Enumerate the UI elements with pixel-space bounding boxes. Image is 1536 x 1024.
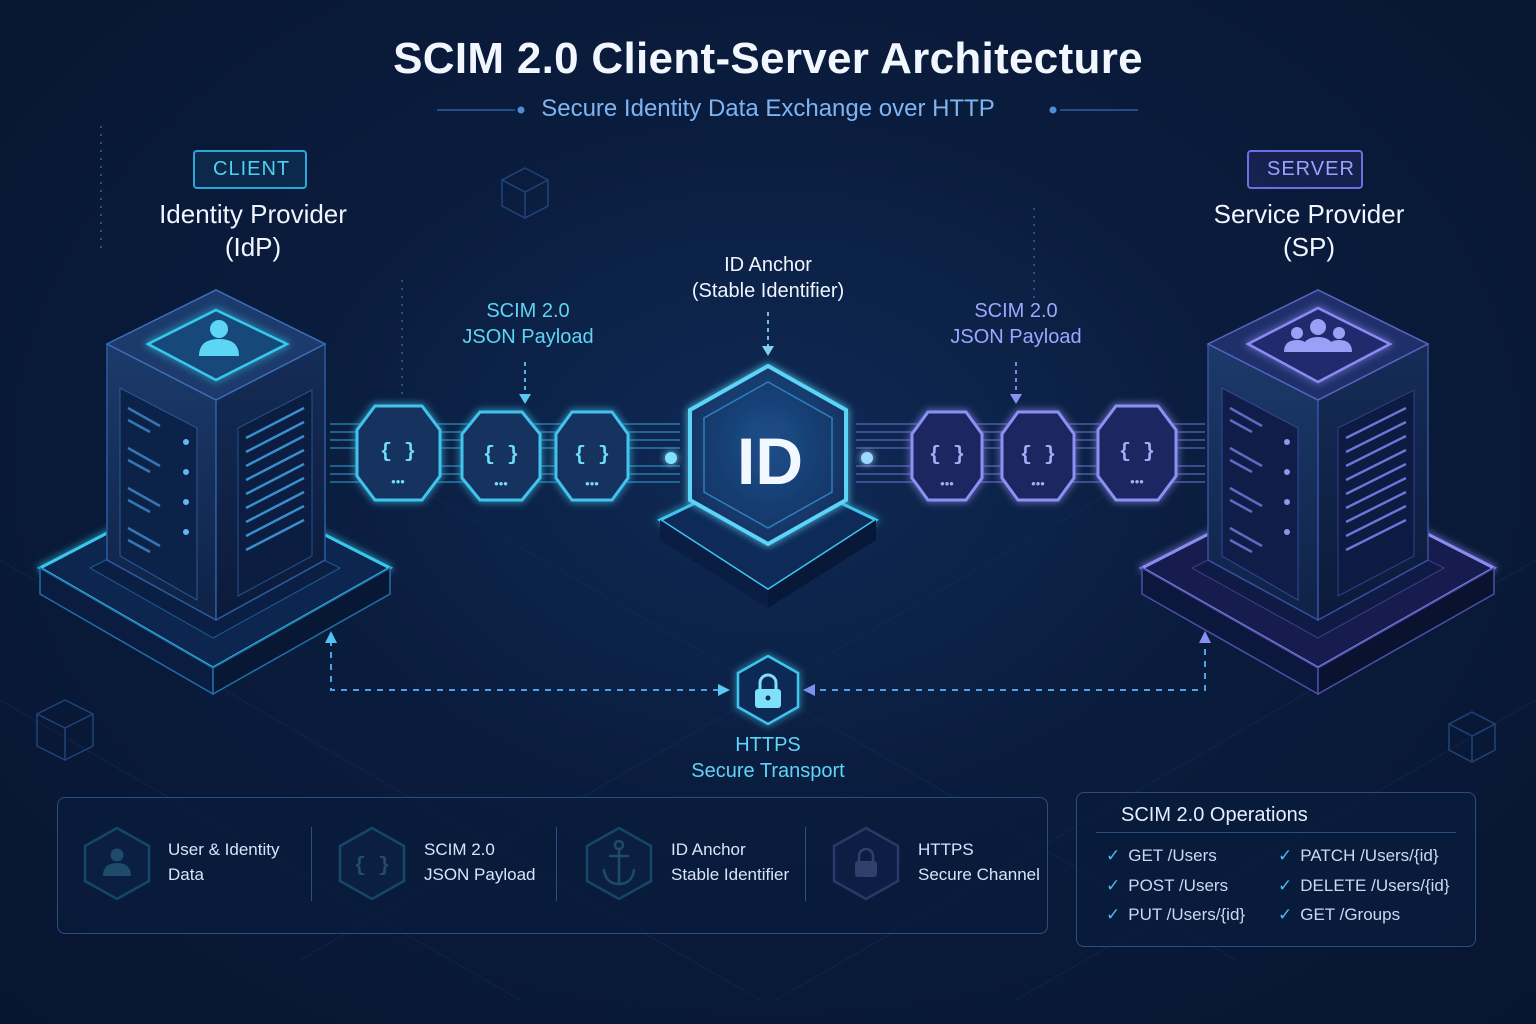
payload-dots: ••• (940, 476, 954, 491)
https-path (330, 640, 1206, 691)
page-title: SCIM 2.0 Client-Server Architecture (393, 34, 1143, 83)
check-icon: ✓ (1106, 846, 1121, 865)
check-icon: ✓ (1278, 846, 1293, 865)
operation-item: ✓GET /Users (1106, 846, 1217, 865)
https-subtitle: Secure Transport (691, 760, 845, 782)
payload-packet-3 (554, 410, 630, 502)
operations-panel (1076, 792, 1476, 947)
operation-item: ✓PATCH /Users/{id} (1278, 846, 1439, 865)
idp-server-tower (36, 288, 394, 696)
operation-item: ✓PUT /Users/{id} (1106, 905, 1246, 924)
subtitle-rules (437, 106, 1138, 114)
legend-item-user-line1: User & Identity (168, 840, 280, 859)
idp-title: Identity Provider (IdP) (120, 198, 386, 264)
legend-item-payload-line1: SCIM 2.0 (424, 840, 495, 859)
operations-divider (1096, 832, 1456, 833)
payload-packet-4 (910, 410, 984, 502)
id-anchor-subtitle: (Stable Identifier) (691, 280, 845, 302)
id-anchor-label: ID (737, 424, 803, 498)
operation-item: ✓GET /Groups (1278, 905, 1401, 924)
legend-item-https-line1: HTTPS (918, 840, 974, 859)
server-badge: SERVER (1247, 150, 1363, 189)
payload-packet-1 (355, 404, 442, 502)
arrow-up-left (325, 631, 337, 643)
connector-node (665, 452, 677, 464)
payload-dots: ••• (585, 476, 599, 491)
payload-label-right-line1: SCIM 2.0 (974, 300, 1058, 322)
braces-icon: { } (1020, 444, 1056, 467)
legend-item-https-line2: Secure Channel (918, 865, 1040, 884)
check-icon: ✓ (1278, 876, 1293, 895)
legend-divider (805, 827, 806, 901)
connector-node (861, 452, 873, 464)
id-anchor-title: ID Anchor (724, 254, 812, 276)
legend-item-https: HTTPS Secure Channel (918, 837, 1040, 887)
sp-title: Service Provider (SP) (1176, 198, 1442, 264)
payload-dots: ••• (391, 474, 405, 489)
braces-icon: { } (929, 444, 965, 467)
legend-item-anchor-line2: Stable Identifier (671, 865, 790, 884)
id-anchor-caption: ID Anchor (Stable Identifier) (648, 252, 888, 304)
arrow-up-right (1199, 631, 1211, 643)
legend-item-anchor: ID Anchor Stable Identifier (671, 837, 789, 887)
payload-packet-5 (1000, 410, 1076, 502)
legend-item-payload-line2: JSON Payload (424, 865, 536, 884)
operations-title: SCIM 2.0 Operations (1121, 804, 1308, 826)
payload-dots: ••• (1130, 474, 1144, 489)
https-caption: HTTPS Secure Transport (648, 732, 888, 784)
payload-label-left: SCIM 2.0 JSON Payload (428, 298, 628, 350)
https-lock-badge (736, 654, 800, 726)
id-anchor-hub: ID (656, 363, 880, 608)
check-icon: ✓ (1106, 876, 1121, 895)
users-group-icon (1284, 319, 1352, 352)
page-subtitle: Secure Identity Data Exchange over HTTP (541, 95, 995, 122)
braces-icon: { } (483, 444, 519, 467)
legend-panel (57, 797, 1048, 934)
idp-name: Identity Provider (159, 199, 347, 229)
braces-icon: { } (380, 441, 416, 464)
legend-divider (311, 827, 312, 901)
decor-cubes (36, 167, 1496, 763)
user-icon (199, 320, 239, 356)
sp-abbrev: (SP) (1283, 232, 1335, 262)
payload-packet-2 (460, 410, 542, 502)
legend-item-user: User & Identity Data (168, 837, 280, 887)
sp-name: Service Provider (1213, 199, 1405, 229)
payload-dots: ••• (1031, 476, 1045, 491)
payload-label-right-line2: JSON Payload (950, 326, 1082, 348)
payload-dots: ••• (494, 476, 508, 491)
legend-item-payload: SCIM 2.0 JSON Payload (424, 837, 536, 887)
payload-label-left-line2: JSON Payload (462, 326, 594, 348)
check-icon: ✓ (1106, 905, 1121, 924)
legend-item-user-line2: Data (168, 865, 204, 884)
braces-icon: { } (1119, 441, 1155, 464)
legend-divider (556, 827, 557, 901)
payload-label-left-line1: SCIM 2.0 (486, 300, 570, 322)
lock-icon (755, 673, 781, 708)
operation-item: ✓POST /Users (1106, 876, 1229, 895)
https-title: HTTPS (735, 734, 801, 756)
braces-icon: { } (574, 444, 610, 467)
operation-item: ✓DELETE /Users/{id} (1278, 876, 1450, 895)
check-icon: ✓ (1278, 905, 1293, 924)
payload-label-right: SCIM 2.0 JSON Payload (916, 298, 1116, 350)
legend-item-anchor-line1: ID Anchor (671, 840, 746, 859)
sp-server-tower (1138, 288, 1498, 696)
idp-abbrev: (IdP) (224, 232, 282, 262)
client-badge: CLIENT (193, 150, 307, 189)
payload-packet-6 (1096, 404, 1178, 502)
